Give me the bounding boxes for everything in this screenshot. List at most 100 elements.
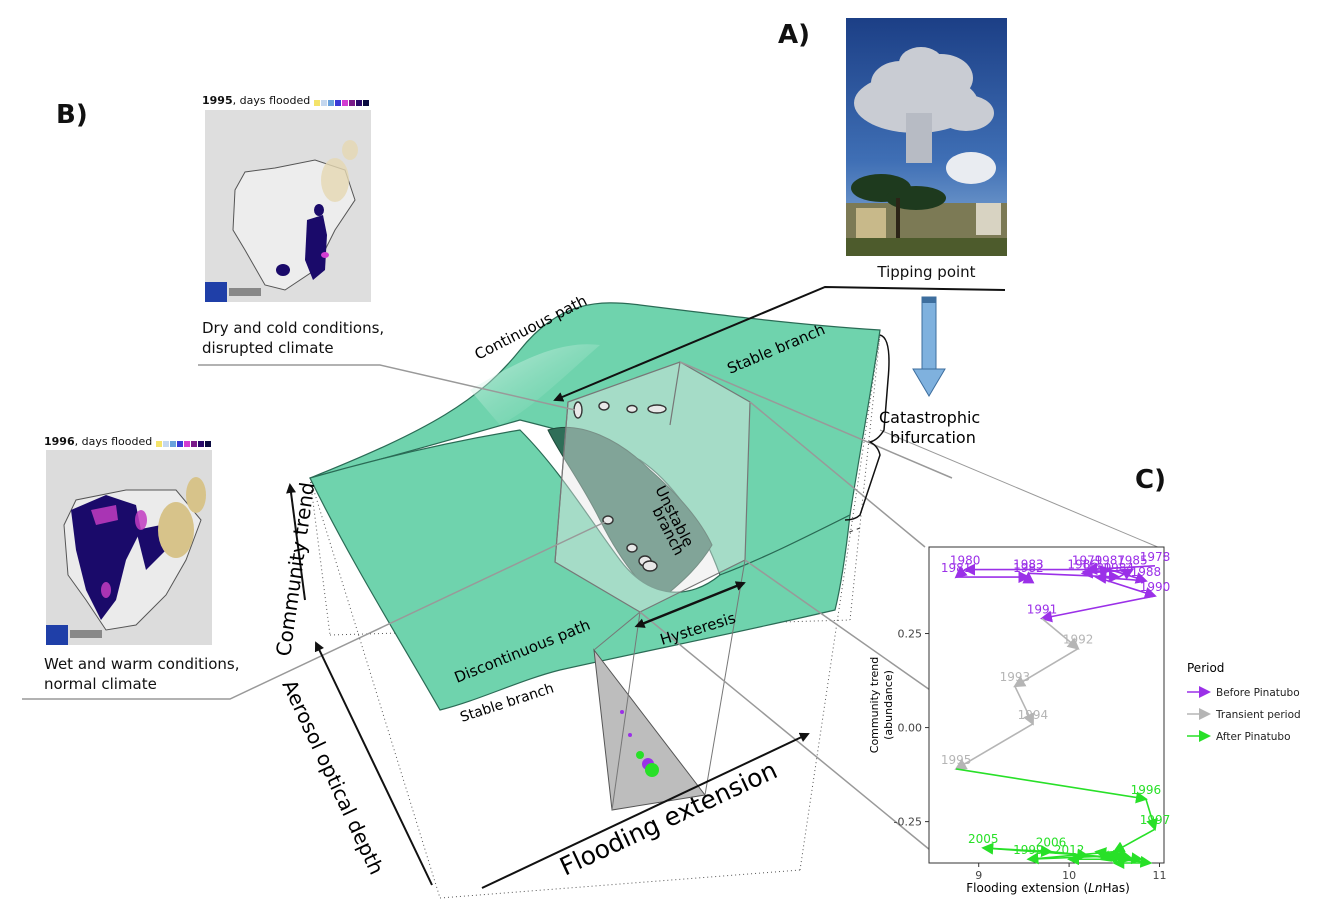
connector-c <box>879 429 1161 549</box>
year-label-1995: 1995 <box>941 753 972 767</box>
flooding-axis-arrow <box>481 732 810 889</box>
trajectory-segment-2011 <box>1098 850 1124 862</box>
x-tick-label: 9 <box>975 869 982 882</box>
x-tick-label: 10 <box>1062 869 1076 882</box>
trajectory-segment-1992 <box>1041 617 1080 650</box>
floor-points <box>620 710 659 777</box>
map-1995-title: 1995, days flooded <box>202 94 310 107</box>
volcano-photo <box>846 18 1007 256</box>
year-label-1992: 1992 <box>1063 633 1094 647</box>
year-label-1994: 1994 <box>1018 708 1049 722</box>
map-1996-legend <box>156 441 211 447</box>
hysteresis-arrow <box>634 581 746 628</box>
year-label-1993: 1993 <box>1000 670 1031 684</box>
aerosol-axis-arrow <box>314 641 433 886</box>
y-tick-label: -0.25 <box>894 816 922 829</box>
year-label-1990: 1990 <box>1140 580 1171 594</box>
map-1996-year: 1996 <box>44 435 75 448</box>
legend-title: Period <box>1187 661 1224 675</box>
year-label-1991: 1991 <box>1027 602 1058 616</box>
catastrophic-label-2: bifurcation <box>890 428 976 447</box>
map-1995-year: 1995 <box>202 94 233 107</box>
legend-label-2: After Pinatubo <box>1216 731 1291 743</box>
year-label-1996: 1996 <box>1131 783 1162 797</box>
map-1996-caption-1: Wet and warm conditions, <box>44 655 240 673</box>
x-tick-label: 11 <box>1152 869 1166 882</box>
panel-a-label: A) <box>778 20 811 50</box>
map-1995-suffix: , days flooded <box>232 94 311 107</box>
tipping-arrow <box>553 285 1006 402</box>
chart-y-label-2: (abundance) <box>882 670 895 740</box>
y-tick-label: 0.25 <box>898 628 923 641</box>
map-1996-image <box>46 450 212 645</box>
map-1995-caption-2: disrupted climate <box>202 339 334 357</box>
trajectory-segment-1990 <box>1095 576 1157 599</box>
panel-b-label: B) <box>56 100 88 130</box>
trajectory-segment-2006 <box>983 845 1054 858</box>
catastrophic-label-1: Catastrophic <box>879 408 980 427</box>
map-1995-image <box>205 110 371 302</box>
trajectory-segment-1989 <box>1094 571 1146 584</box>
year-label-1987: 1987 <box>1094 554 1125 568</box>
trajectory-segment-1985 <box>1118 568 1135 580</box>
legend-label-1: Transient period <box>1215 709 1301 721</box>
plot-frame <box>928 546 1165 864</box>
chart-series <box>954 563 1158 869</box>
trajectory-segment-1981 <box>954 566 968 579</box>
year-label-1978: 1978 <box>1140 550 1171 564</box>
trajectory-segment-1993 <box>1013 647 1079 688</box>
trajectory-segment-1991 <box>1040 595 1156 623</box>
trajectory-segment-1998 <box>1112 828 1156 853</box>
year-label-1984: 1984 <box>1104 561 1135 575</box>
year-label-1980: 1980 <box>950 554 981 568</box>
map-1995-caption-1: Dry and cold conditions, <box>202 319 385 337</box>
trajectory-segment-1997 <box>1145 798 1158 832</box>
surface-highlight <box>470 344 600 425</box>
trajectory-segment-1994 <box>1014 685 1035 726</box>
year-label-1982: 1982 <box>1013 561 1044 575</box>
institution-badge-2 <box>70 630 102 638</box>
year-label-1986: 1986 <box>1067 557 1098 571</box>
trajectory-segment-1987 <box>1082 565 1112 577</box>
floor-projection <box>593 648 706 811</box>
surface-lower-sheet <box>309 429 851 711</box>
year-label-2012: 2012 <box>1054 843 1085 857</box>
map-1996-card: 1996, days flooded <box>44 435 214 647</box>
aerosol-axis-label: Aerosol optical depth <box>277 676 388 878</box>
year-label-1997: 1997 <box>1140 813 1171 827</box>
year-label-2006: 2006 <box>1036 836 1067 850</box>
year-label-1989: 1989 <box>1081 561 1112 575</box>
year-label-1979: 1979 <box>1072 554 1103 568</box>
community-axis-label: Community trend <box>271 481 319 658</box>
community-axis-arrow <box>286 483 306 601</box>
ash-cloud-icon <box>854 47 996 184</box>
year-label-1999: 1999 <box>1013 843 1044 857</box>
panel-c-label: C) <box>1135 465 1166 495</box>
year-label-1988: 1988 <box>1131 565 1162 579</box>
trajectory-segment-1995 <box>954 723 1034 770</box>
chart-x-label: Flooding extension (LnHas) <box>966 881 1130 895</box>
year-label-1985: 1985 <box>1117 554 1148 568</box>
institution-logo <box>205 282 227 302</box>
sample-rings <box>573 401 667 572</box>
chart-y-label-1: Community trend <box>868 657 881 753</box>
trajectory-segment-1996 <box>955 768 1148 804</box>
map-1996-suffix: , days flooded <box>74 435 153 448</box>
year-label-2005: 2005 <box>968 832 999 846</box>
tree-icon <box>851 174 946 238</box>
institution-badge <box>229 288 261 296</box>
legend-label-0: Before Pinatubo <box>1216 687 1300 699</box>
tipping-point-caption: Tipping point <box>877 263 976 281</box>
trajectory-segment-1979 <box>1085 563 1156 576</box>
surface-fold <box>547 426 713 601</box>
blue-down-arrow <box>912 296 946 397</box>
map-1996-title: 1996, days flooded <box>44 435 152 448</box>
connector-lines <box>22 361 953 851</box>
map-1996-caption-2: normal climate <box>44 675 157 693</box>
map-1995-card: 1995, days flooded <box>202 92 372 304</box>
